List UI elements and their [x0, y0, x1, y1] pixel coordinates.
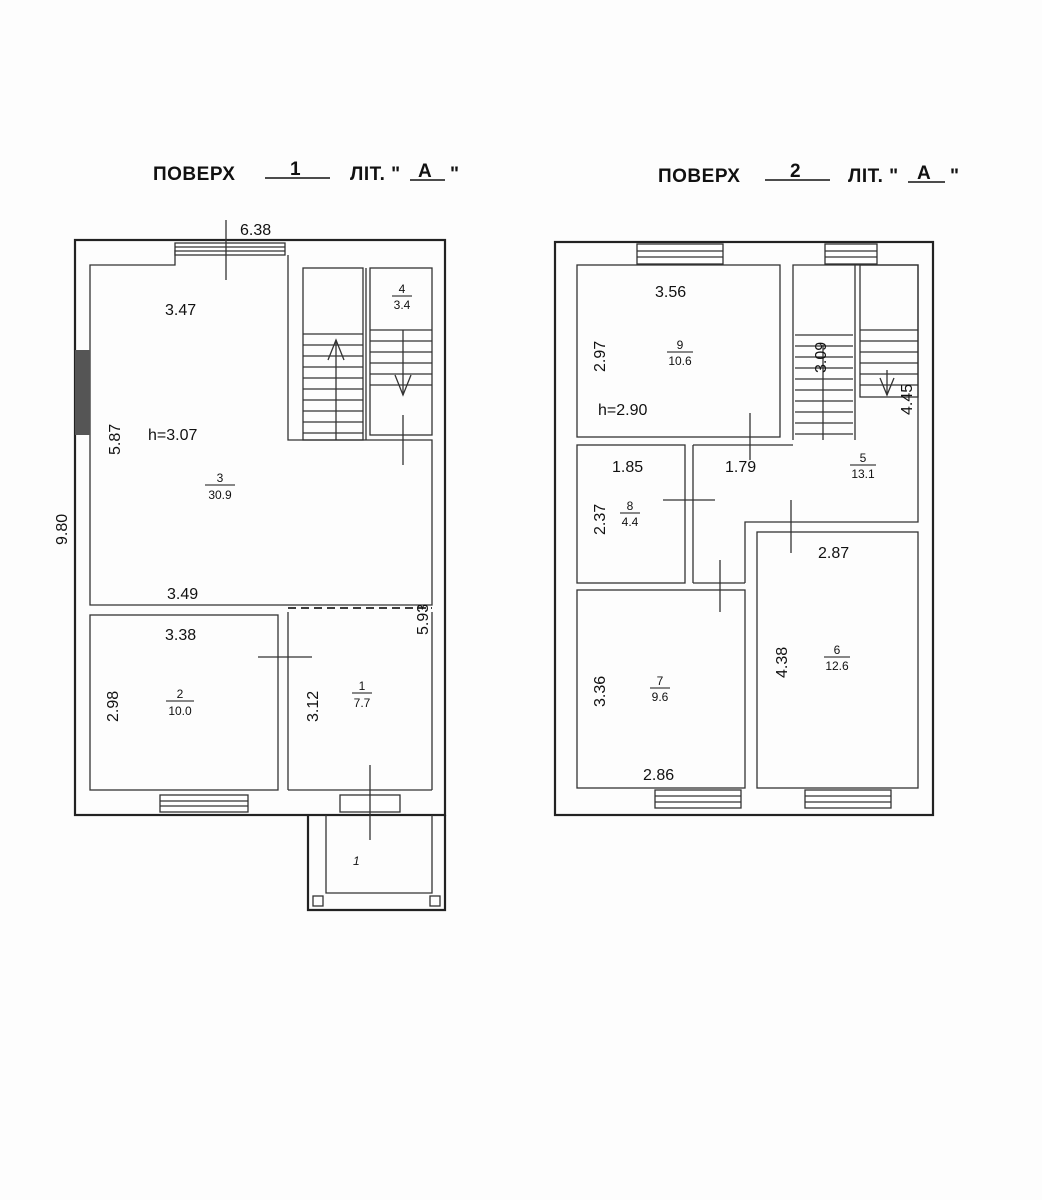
room-9-outline [576, 264, 781, 438]
dim-room8-left: 2.37 [592, 504, 609, 535]
dim-right: 5.93 [415, 604, 432, 635]
staircase [744, 264, 919, 583]
window [159, 794, 249, 813]
dim-stair-right: 4.45 [899, 384, 916, 415]
svg-text:10.6: 10.6 [668, 354, 692, 368]
staircase [302, 267, 433, 465]
window [654, 789, 742, 809]
svg-text:6: 6 [834, 643, 841, 657]
room-2-outline [89, 614, 279, 791]
dim-room9-top: 3.56 [655, 284, 686, 301]
window [636, 243, 724, 265]
ceiling-height: h=2.90 [598, 402, 647, 419]
outer-wall [73, 238, 447, 817]
floor-2-plan: 3.56 2.97 h=2.90 3.09 4.45 1.85 2.37 1.7… [553, 240, 935, 817]
floor-number: 2 [790, 161, 801, 182]
quote-close: " [450, 164, 460, 185]
svg-text:30.9: 30.9 [208, 488, 232, 502]
dim-room7-bottom: 2.86 [643, 767, 674, 784]
svg-text:9.6: 9.6 [652, 690, 669, 704]
floor-1-title: ПОВЕРХ 1 ЛІТ. " А " [153, 159, 460, 185]
dim-corridor: 1.79 [725, 459, 756, 476]
dim-room6-left: 4.38 [774, 647, 791, 678]
dim-room3-top: 3.47 [165, 302, 196, 319]
dim-room9-left: 2.97 [592, 341, 609, 372]
dim-room8-top: 1.85 [612, 459, 643, 476]
building-letter: А [418, 161, 432, 182]
window [824, 243, 878, 265]
floor-1-plan: 1 6.38 9.80 3.47 5.87 3.49 5.93 3.38 2.9… [54, 220, 447, 912]
dim-room2-top: 3.38 [165, 627, 196, 644]
room-8-outline [576, 444, 686, 584]
floor-title-prefix: ПОВЕРХ [658, 166, 740, 187]
dim-room7-left: 3.36 [592, 676, 609, 707]
svg-text:5: 5 [860, 451, 867, 465]
room-label-9: 9 10.6 [667, 338, 693, 368]
room-7-outline [576, 589, 746, 789]
wall-niche [75, 350, 90, 435]
floor-title-prefix: ПОВЕРХ [153, 164, 235, 185]
lit-label: ЛІТ. " [848, 166, 899, 187]
svg-text:7: 7 [657, 674, 664, 688]
window [174, 242, 286, 256]
floor-2-title: ПОВЕРХ 2 ЛІТ. " А " [658, 161, 960, 187]
building-letter: А [917, 163, 931, 184]
svg-text:9: 9 [677, 338, 684, 352]
dim-overall-left: 9.80 [54, 514, 71, 545]
window [804, 789, 892, 809]
svg-text:3: 3 [217, 471, 224, 485]
room-label-7: 7 9.6 [650, 674, 670, 704]
svg-text:12.6: 12.6 [825, 659, 849, 673]
room-label-6: 6 12.6 [824, 643, 850, 673]
outer-wall [553, 240, 935, 817]
ceiling-height: h=3.07 [148, 427, 197, 444]
room-label-3: 3 30.9 [205, 471, 235, 502]
dim-room2-left: 2.98 [105, 691, 122, 722]
svg-text:10.0: 10.0 [168, 704, 192, 718]
floor-number: 1 [290, 159, 301, 180]
svg-text:1: 1 [359, 679, 366, 693]
room-label-1: 1 7.7 [352, 679, 372, 710]
svg-text:7.7: 7.7 [354, 696, 371, 710]
quote-close: " [950, 166, 960, 187]
svg-text:2: 2 [177, 687, 184, 701]
room-label-2: 2 10.0 [166, 687, 194, 718]
porch: 1 [306, 815, 447, 912]
dim-top: 6.38 [240, 222, 271, 239]
svg-text:8: 8 [627, 499, 634, 513]
room-6-outline [756, 531, 919, 789]
dim-room3-left: 5.87 [107, 424, 124, 455]
porch-label: 1 [353, 854, 360, 868]
lit-label: ЛІТ. " [350, 164, 401, 185]
dim-stair-left: 3.09 [813, 342, 830, 373]
room-label-4: 4 3.4 [392, 282, 412, 312]
svg-text:3.4: 3.4 [394, 298, 411, 312]
svg-text:4.4: 4.4 [622, 515, 639, 529]
dim-room6-top: 2.87 [818, 545, 849, 562]
svg-text:4: 4 [399, 282, 406, 296]
room-label-8: 8 4.4 [620, 499, 640, 529]
dim-room1-left: 3.12 [305, 691, 322, 722]
dim-room3-bottom: 3.49 [167, 586, 198, 603]
room-label-5: 5 13.1 [850, 451, 876, 481]
svg-text:13.1: 13.1 [851, 467, 875, 481]
